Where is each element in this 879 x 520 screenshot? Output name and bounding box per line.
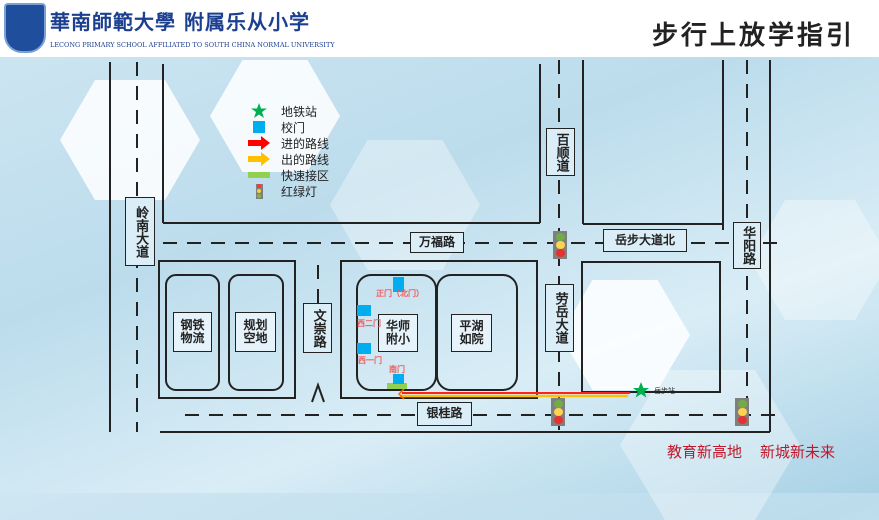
gate-west1 xyxy=(357,343,371,354)
gate-west2-label: 西二门 xyxy=(357,319,381,328)
orange-arrow-icon xyxy=(248,152,270,166)
road-label-wanfu: 万福路 xyxy=(410,232,464,253)
block-outline xyxy=(581,261,721,393)
block-pinghu: 平湖如院 xyxy=(451,314,492,352)
block-steel: 钢铁物流 xyxy=(173,312,212,352)
traffic-light-icon xyxy=(551,398,565,426)
road-label-baishun: 百顺道 xyxy=(546,128,575,176)
traffic-light-icon xyxy=(255,183,263,199)
logo-text: 華南師範大學 附属乐从小学 xyxy=(50,10,310,34)
gate-south xyxy=(393,374,404,384)
block-planned: 规划空地 xyxy=(235,312,276,352)
legend-item: 地铁站 xyxy=(247,103,329,119)
logo-subtitle: LECONG PRIMARY SCHOOL AFFILIATED TO SOUT… xyxy=(50,41,335,49)
traffic-light-icon xyxy=(553,231,567,259)
page-title: 步行上放学指引 xyxy=(652,21,856,51)
slogan-2: 新城新未来 xyxy=(760,443,836,461)
legend: 地铁站 校门 进的路线 出的路线 快速接区 红绿灯 xyxy=(247,103,329,199)
gate-west1-label: 西一门 xyxy=(358,356,382,365)
gate-west2 xyxy=(357,305,371,316)
gate-north xyxy=(393,277,404,292)
traffic-light-icon xyxy=(735,398,749,426)
gate-north-label: 正门（北门） xyxy=(376,289,424,298)
entrance-mark xyxy=(311,381,325,403)
road-label-lingnan: 岭南大道 xyxy=(125,197,155,266)
block-steel-outline xyxy=(165,274,220,391)
gate-south-label: 南门 xyxy=(389,365,405,374)
route-arrowhead xyxy=(397,388,405,400)
bar-icon xyxy=(248,172,270,178)
station-label: 岳步站 xyxy=(654,387,675,395)
road-label-wenchong: 文崇路 xyxy=(303,303,332,353)
school-logo: 華南師範大學 附属乐从小学 LECONG PRIMARY SCHOOL AFFI… xyxy=(0,0,335,56)
crest-icon xyxy=(4,3,46,53)
block-outline xyxy=(340,260,538,399)
block-school: 华师附小 xyxy=(378,314,418,352)
slogan: 教育新高地新城新未来 xyxy=(667,441,853,462)
legend-item: 进的路线 xyxy=(247,135,329,151)
road-label-huayang: 华阳路 xyxy=(733,222,761,269)
legend-item: 出的路线 xyxy=(247,151,329,167)
header: 華南師範大學 附属乐从小学 LECONG PRIMARY SCHOOL AFFI… xyxy=(0,0,879,57)
red-arrow-icon xyxy=(248,136,270,150)
metro-star-icon xyxy=(633,382,649,398)
legend-item: 快速接区 xyxy=(247,167,329,183)
slogan-1: 教育新高地 xyxy=(667,443,743,461)
legend-item: 红绿灯 xyxy=(247,183,329,199)
road-label-yuebu-north: 岳步大道北 xyxy=(603,229,687,252)
legend-item: 校门 xyxy=(247,119,329,135)
pinghu-outline xyxy=(436,274,518,391)
road-label-yingui: 银桂路 xyxy=(417,402,472,426)
block-outline xyxy=(158,260,296,399)
star-icon xyxy=(251,103,267,118)
gate-square-icon xyxy=(253,121,265,133)
road-label-laoyue: 劳岳大道 xyxy=(545,284,574,352)
block-planned-outline xyxy=(228,274,284,391)
pickup-zone xyxy=(387,383,407,389)
